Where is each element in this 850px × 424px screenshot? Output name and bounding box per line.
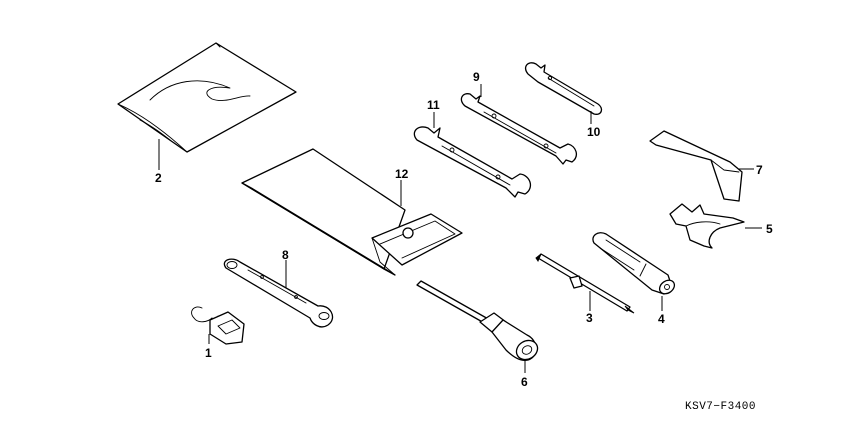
- part-number-2: 2: [155, 171, 162, 185]
- spark-plug-wrench-illustration[interactable]: [416, 280, 541, 373]
- part-number-6: 6: [521, 375, 528, 389]
- diagram-code: KSV7−F3400: [685, 401, 757, 413]
- part-number-4: 4: [658, 312, 665, 326]
- screwdriver-bit-illustration[interactable]: [535, 253, 635, 314]
- open-end-wrench-illustration[interactable]: [460, 84, 578, 165]
- small-open-wrench-illustration[interactable]: [524, 62, 603, 124]
- part-number-10: 9: [473, 70, 480, 84]
- plastic-bag-illustration[interactable]: [117, 42, 297, 170]
- part-number-1: 1: [205, 346, 212, 360]
- part-labels: 2 12 9 11 10 7 5 4 3 6 8 1: [155, 70, 773, 389]
- screwdriver-handle-illustration[interactable]: [592, 232, 677, 311]
- open-end-wrench-large-illustration[interactable]: [413, 112, 532, 198]
- pin-spanner-illustration[interactable]: [669, 203, 762, 249]
- tool-bag-illustration[interactable]: [241, 148, 463, 276]
- extension-bar-illustration[interactable]: [649, 130, 754, 202]
- part-number-5: 5: [766, 222, 773, 236]
- part-number-3: 3: [586, 311, 593, 325]
- part-number-8: 8: [282, 248, 289, 262]
- part-number-11: 11: [427, 98, 440, 112]
- connector-plug-illustration[interactable]: [191, 306, 245, 345]
- part-number-7: 7: [756, 163, 763, 177]
- part-number-12: 12: [395, 167, 409, 181]
- ring-wrench-illustration[interactable]: [223, 258, 334, 328]
- part-number-9: 10: [587, 125, 601, 139]
